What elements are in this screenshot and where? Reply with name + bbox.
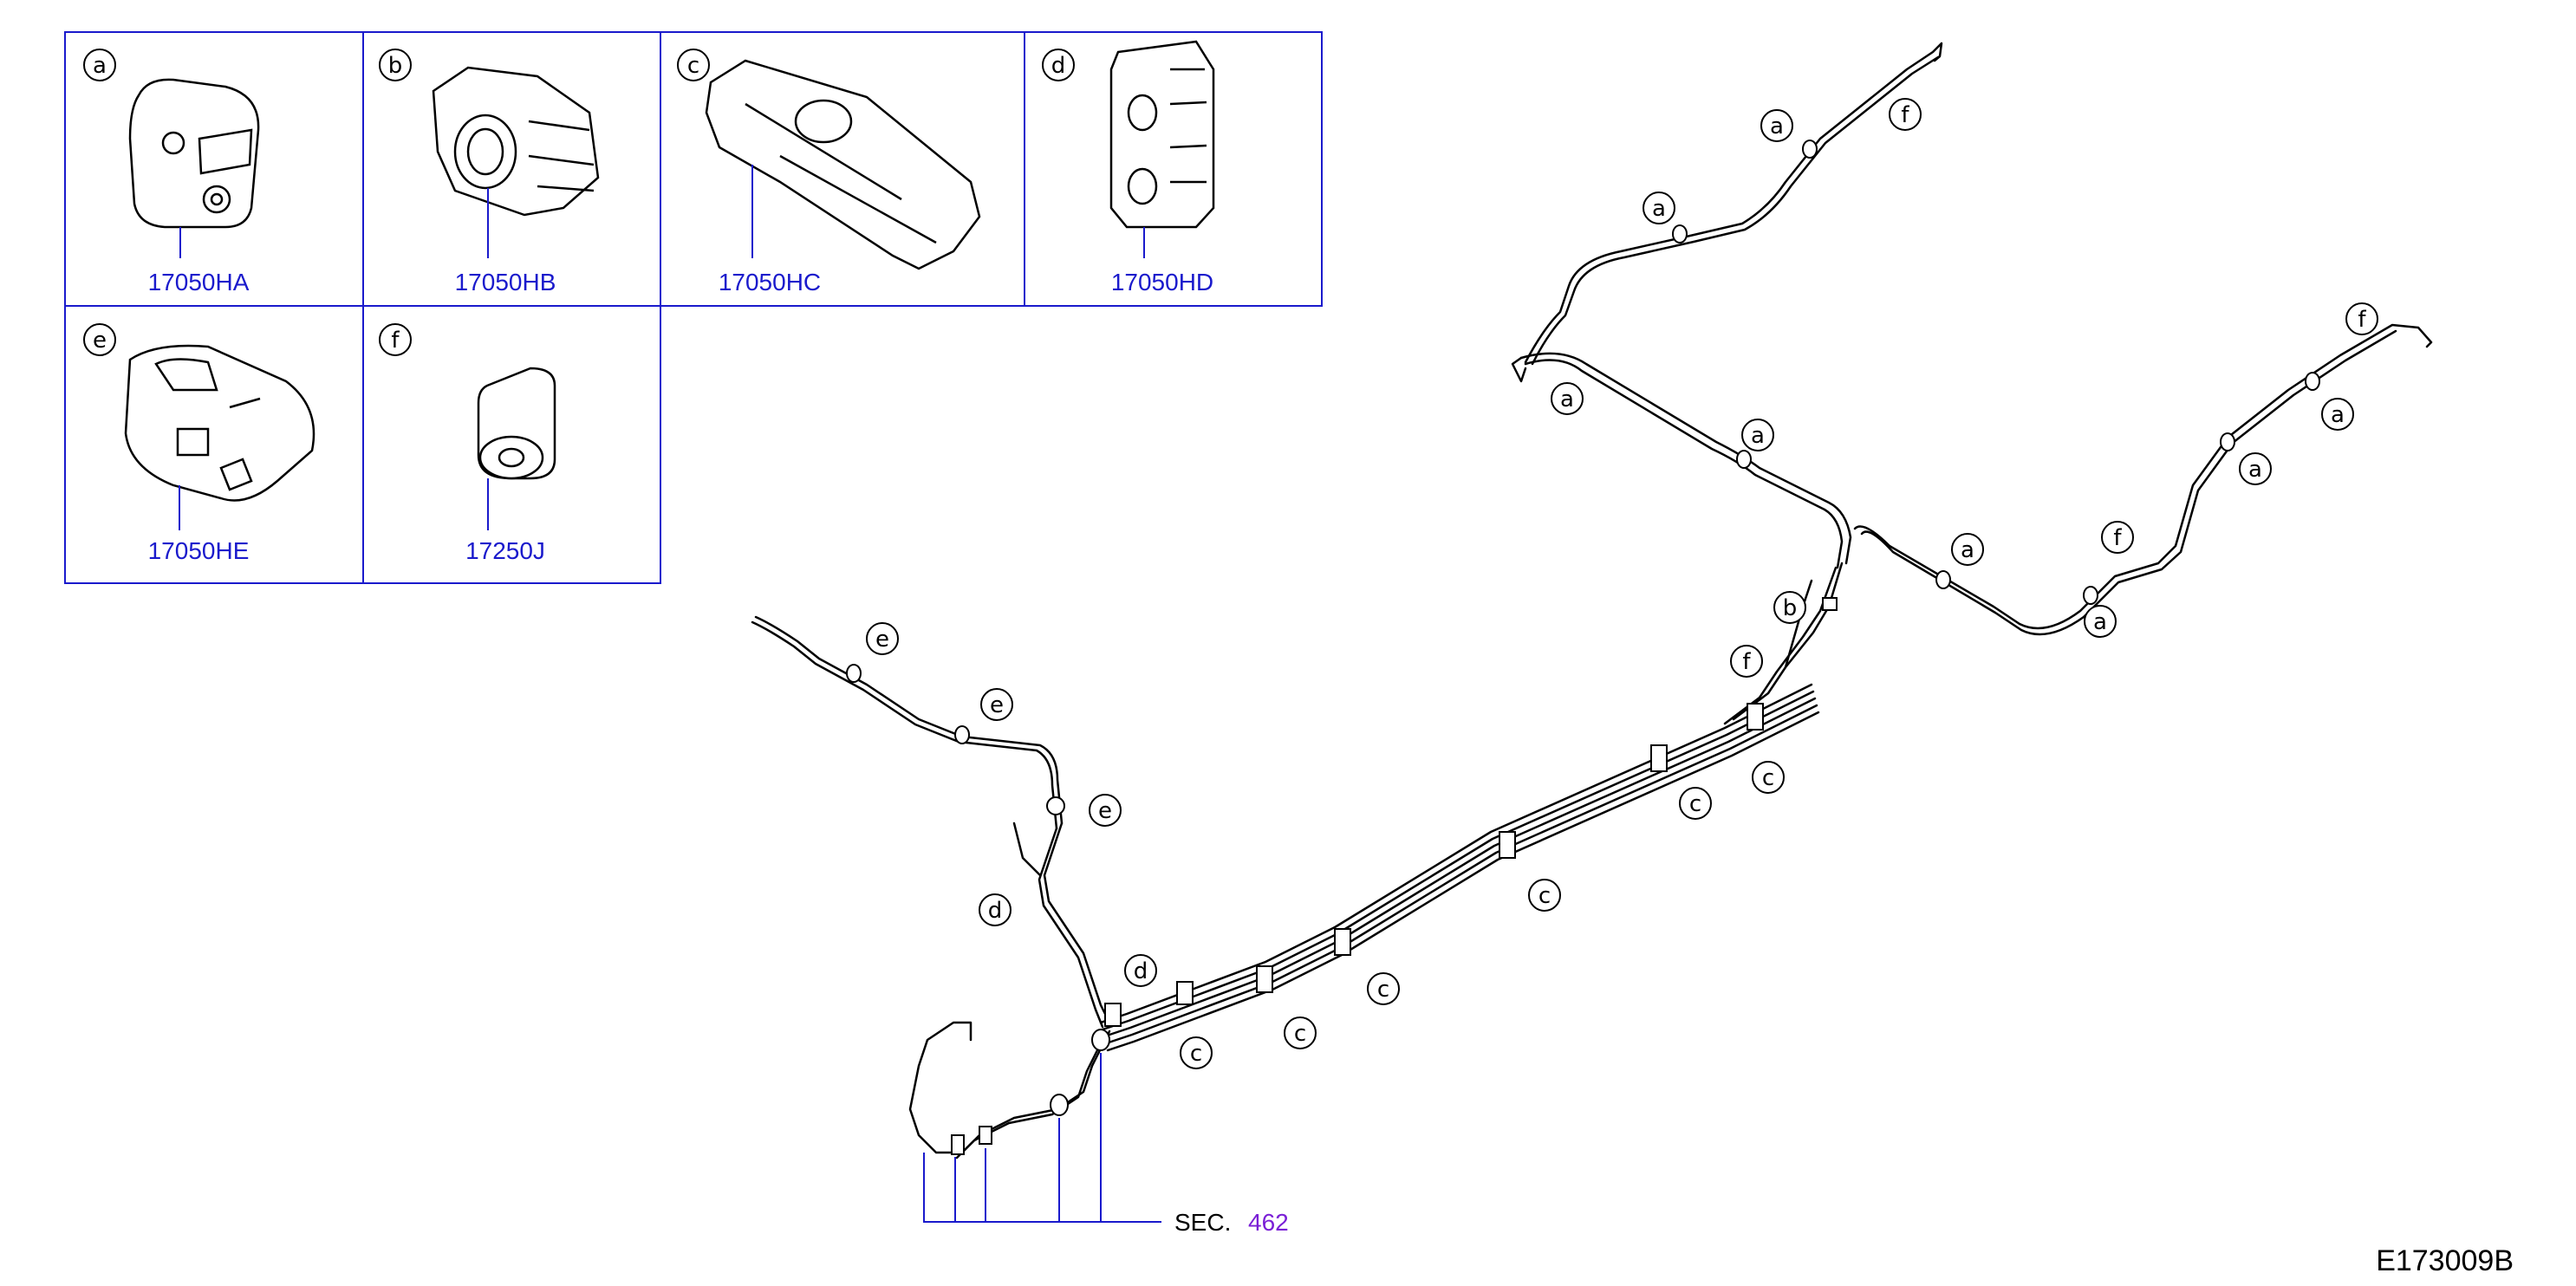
parts-table xyxy=(64,31,1323,584)
callout-f[interactable]: f xyxy=(1889,98,1922,131)
part-cell-f[interactable]: f 17250J xyxy=(379,323,556,564)
part-letter-d: d xyxy=(1051,53,1066,79)
part-number-b[interactable]: 17050HB xyxy=(455,269,556,296)
callout-e[interactable]: e xyxy=(980,688,1013,721)
figure-id: E173009B xyxy=(2376,1244,2514,1277)
callout-a[interactable]: a xyxy=(2239,452,2272,485)
pipe-clips xyxy=(846,140,2320,1155)
callout-a[interactable]: a xyxy=(1951,533,1984,566)
part-letter-a: a xyxy=(93,53,107,79)
callout-label: c xyxy=(1190,1041,1202,1067)
callout-label: f xyxy=(2113,525,2122,551)
callout-label: f xyxy=(1742,649,1751,675)
callout-label: d xyxy=(1134,958,1148,984)
callout-label: f xyxy=(1901,102,1909,128)
part-number-f[interactable]: 17250J xyxy=(465,537,545,564)
fuel-pipes xyxy=(751,42,2433,1159)
pipe-callouts: a f a a a f a a f a a b f c c c c c c d … xyxy=(866,98,2378,1069)
callout-c[interactable]: c xyxy=(1679,787,1712,820)
clip-d-illustration xyxy=(1109,40,1215,229)
callout-label: d xyxy=(988,898,1003,924)
sec-leader xyxy=(923,1053,1161,1223)
part-cell-d[interactable]: d 17050HD xyxy=(1042,40,1215,296)
callout-label: a xyxy=(1961,537,1974,563)
callout-label: a xyxy=(1652,196,1666,222)
callout-f[interactable]: f xyxy=(1730,645,1763,678)
callout-label: e xyxy=(990,692,1004,718)
callout-label: a xyxy=(2331,402,2345,428)
clip-e-illustration xyxy=(124,344,315,502)
callout-e[interactable]: e xyxy=(1089,794,1122,827)
callout-label: a xyxy=(2093,609,2107,635)
callout-label: c xyxy=(1294,1021,1306,1047)
part-cell-e[interactable]: e 17050HE xyxy=(83,323,315,564)
callout-label: a xyxy=(1770,114,1784,140)
callout-f[interactable]: f xyxy=(2345,302,2378,335)
callout-label: c xyxy=(1538,883,1551,909)
part-cell-b[interactable]: b 17050HB xyxy=(379,49,600,296)
callout-e[interactable]: e xyxy=(866,622,899,655)
part-number-a[interactable]: 17050HA xyxy=(148,269,250,296)
callout-label: b xyxy=(1783,595,1798,621)
callout-label: a xyxy=(2248,457,2262,483)
callout-c[interactable]: c xyxy=(1284,1016,1317,1049)
part-cell-a[interactable]: a 17050HA xyxy=(83,49,260,296)
clip-b-illustration xyxy=(432,66,600,217)
callout-a[interactable]: a xyxy=(2084,605,2117,638)
clip-a-illustration xyxy=(128,78,260,229)
callout-label: a xyxy=(1560,386,1574,412)
callout-c[interactable]: c xyxy=(1528,879,1561,912)
callout-a[interactable]: a xyxy=(1551,382,1584,415)
callout-label: c xyxy=(1377,977,1389,1003)
callout-label: e xyxy=(875,627,889,653)
callout-label: f xyxy=(2358,307,2366,333)
part-letter-b: b xyxy=(388,53,403,79)
part-letter-e: e xyxy=(93,328,107,354)
callout-a[interactable]: a xyxy=(2321,398,2354,431)
part-letter-c: c xyxy=(687,53,699,79)
callout-b[interactable]: b xyxy=(1773,591,1806,624)
section-ref-number[interactable]: 462 xyxy=(1248,1209,1289,1236)
callout-c[interactable]: c xyxy=(1367,972,1400,1005)
part-letter-f: f xyxy=(391,328,400,354)
callout-label: a xyxy=(1751,423,1765,449)
clip-c-illustration xyxy=(705,59,981,270)
callout-label: e xyxy=(1098,798,1112,824)
callout-c[interactable]: c xyxy=(1180,1036,1213,1069)
callout-a[interactable]: a xyxy=(1741,419,1774,451)
section-ref-prefix: SEC. xyxy=(1174,1209,1231,1236)
callout-label: c xyxy=(1762,765,1774,791)
callout-d[interactable]: d xyxy=(979,893,1012,926)
callout-d[interactable]: d xyxy=(1124,954,1157,987)
callout-f[interactable]: f xyxy=(2101,521,2134,554)
part-number-d[interactable]: 17050HD xyxy=(1111,269,1213,296)
callout-c[interactable]: c xyxy=(1752,761,1785,794)
cushion-f-illustration xyxy=(477,367,556,480)
part-number-e[interactable]: 17050HE xyxy=(148,537,250,564)
part-cell-c[interactable]: c 17050HC xyxy=(677,49,981,296)
part-number-c[interactable]: 17050HC xyxy=(719,269,821,296)
callout-a[interactable]: a xyxy=(1643,192,1675,224)
callout-label: c xyxy=(1689,791,1701,817)
callout-a[interactable]: a xyxy=(1760,109,1793,142)
